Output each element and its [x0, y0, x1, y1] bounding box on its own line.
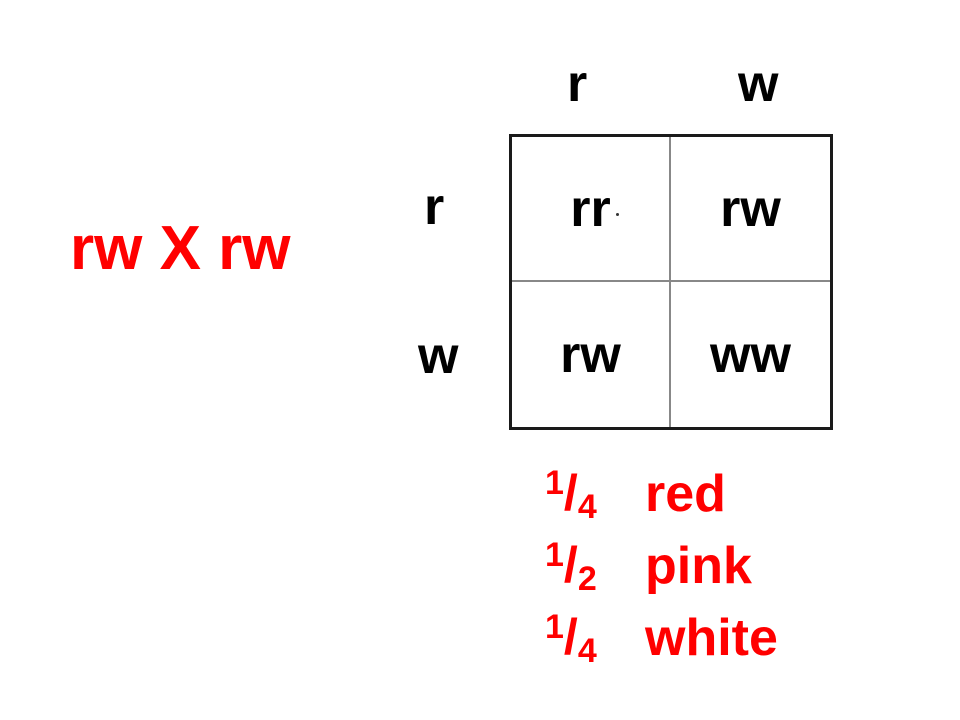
ratio-row-pink: 1/2 pink — [545, 536, 778, 612]
ratio-row-white: 1/4 white — [545, 608, 778, 684]
cell-rr: rr — [512, 137, 671, 282]
phenotype-label: pink — [645, 537, 752, 595]
phenotype-label: red — [645, 465, 726, 523]
ratio-row-red: 1/4 red — [545, 464, 778, 540]
cell-ww: ww — [710, 325, 791, 384]
column-allele-w: w — [738, 55, 779, 113]
phenotype-label: white — [645, 609, 778, 667]
cell-rw-top: rw — [671, 137, 830, 282]
phenotype-ratios: 1/4 red 1/2 pink 1/4 white — [545, 464, 778, 684]
punnett-square: rr rw rw ww — [509, 134, 833, 430]
row-allele-r: r — [424, 178, 445, 236]
cross-title: rw X rw — [70, 214, 291, 283]
row-allele-w: w — [418, 327, 459, 385]
column-allele-r: r — [567, 55, 588, 113]
fraction: 1/4 — [545, 464, 597, 526]
stray-dot — [616, 213, 619, 216]
fraction: 1/2 — [545, 536, 597, 598]
fraction: 1/4 — [545, 608, 597, 670]
cell-rw-bottom: rw — [512, 282, 671, 427]
